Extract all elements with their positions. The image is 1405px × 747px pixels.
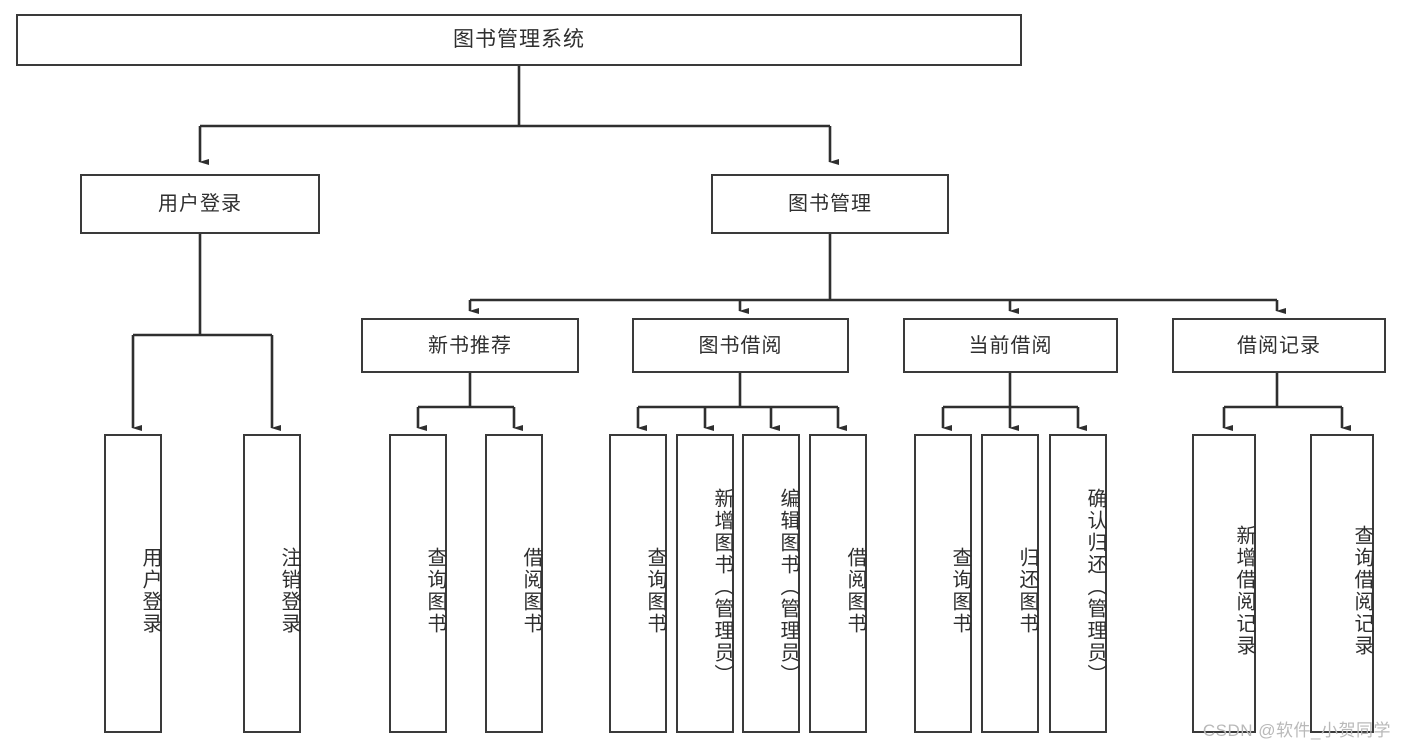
node-label: 图书借阅 (698, 334, 783, 357)
node-label: 借阅记录 (1237, 334, 1321, 357)
node-book-borrow[interactable]: 图书借阅 (632, 318, 849, 373)
leaf-borrow-book-recommend[interactable]: 借阅图书 (485, 434, 543, 733)
leaf-query-book-current[interactable]: 查询图书 (914, 434, 972, 733)
node-label: 查询图书 (949, 546, 971, 635)
leaf-confirm-return-admin[interactable]: 确认归还（管理员） (1049, 434, 1107, 733)
watermark: CSDN @软件_小贺同学 (1202, 721, 1391, 740)
node-label: 用户登录 (139, 546, 161, 635)
leaf-return-book[interactable]: 归还图书 (981, 434, 1039, 733)
node-label: 当前借阅 (968, 334, 1053, 357)
leaf-query-book-recommend[interactable]: 查询图书 (389, 434, 447, 733)
node-book-management[interactable]: 图书管理 (711, 174, 949, 234)
node-label: 编辑图书（管理员） (777, 487, 799, 686)
leaf-logout-login[interactable]: 注销登录 (243, 434, 301, 733)
leaf-borrow-book[interactable]: 借阅图书 (809, 434, 867, 733)
node-label: 归还图书 (1016, 546, 1038, 635)
node-new-book-recommendation[interactable]: 新书推荐 (361, 318, 579, 373)
node-label: 新增图书（管理员） (711, 487, 733, 686)
node-label: 用户登录 (158, 193, 242, 215)
node-label: 借阅图书 (520, 546, 542, 635)
leaf-add-borrow-record[interactable]: 新增借阅记录 (1192, 434, 1256, 733)
leaf-query-borrow-record[interactable]: 查询借阅记录 (1310, 434, 1374, 733)
node-label: 新增借阅记录 (1233, 524, 1255, 657)
node-user-login[interactable]: 用户登录 (80, 174, 320, 234)
leaf-edit-book-admin[interactable]: 编辑图书（管理员） (742, 434, 800, 733)
node-label: 图书管理 (788, 193, 872, 215)
leaf-user-login[interactable]: 用户登录 (104, 434, 162, 733)
node-root-book-management-system[interactable]: 图书管理系统 (16, 14, 1022, 66)
leaf-query-book-borrow[interactable]: 查询图书 (609, 434, 667, 733)
node-label: 查询借阅记录 (1351, 524, 1373, 657)
node-label: 借阅图书 (844, 546, 866, 635)
node-label: 查询图书 (644, 546, 666, 635)
node-label: 注销登录 (278, 546, 300, 635)
node-label: 图书管理系统 (453, 28, 585, 52)
node-current-borrow[interactable]: 当前借阅 (903, 318, 1118, 373)
node-label: 新书推荐 (428, 334, 512, 357)
node-label: 查询图书 (424, 546, 446, 635)
node-borrow-record[interactable]: 借阅记录 (1172, 318, 1386, 373)
node-label: 确认归还（管理员） (1084, 487, 1106, 686)
leaf-add-book-admin[interactable]: 新增图书（管理员） (676, 434, 734, 733)
